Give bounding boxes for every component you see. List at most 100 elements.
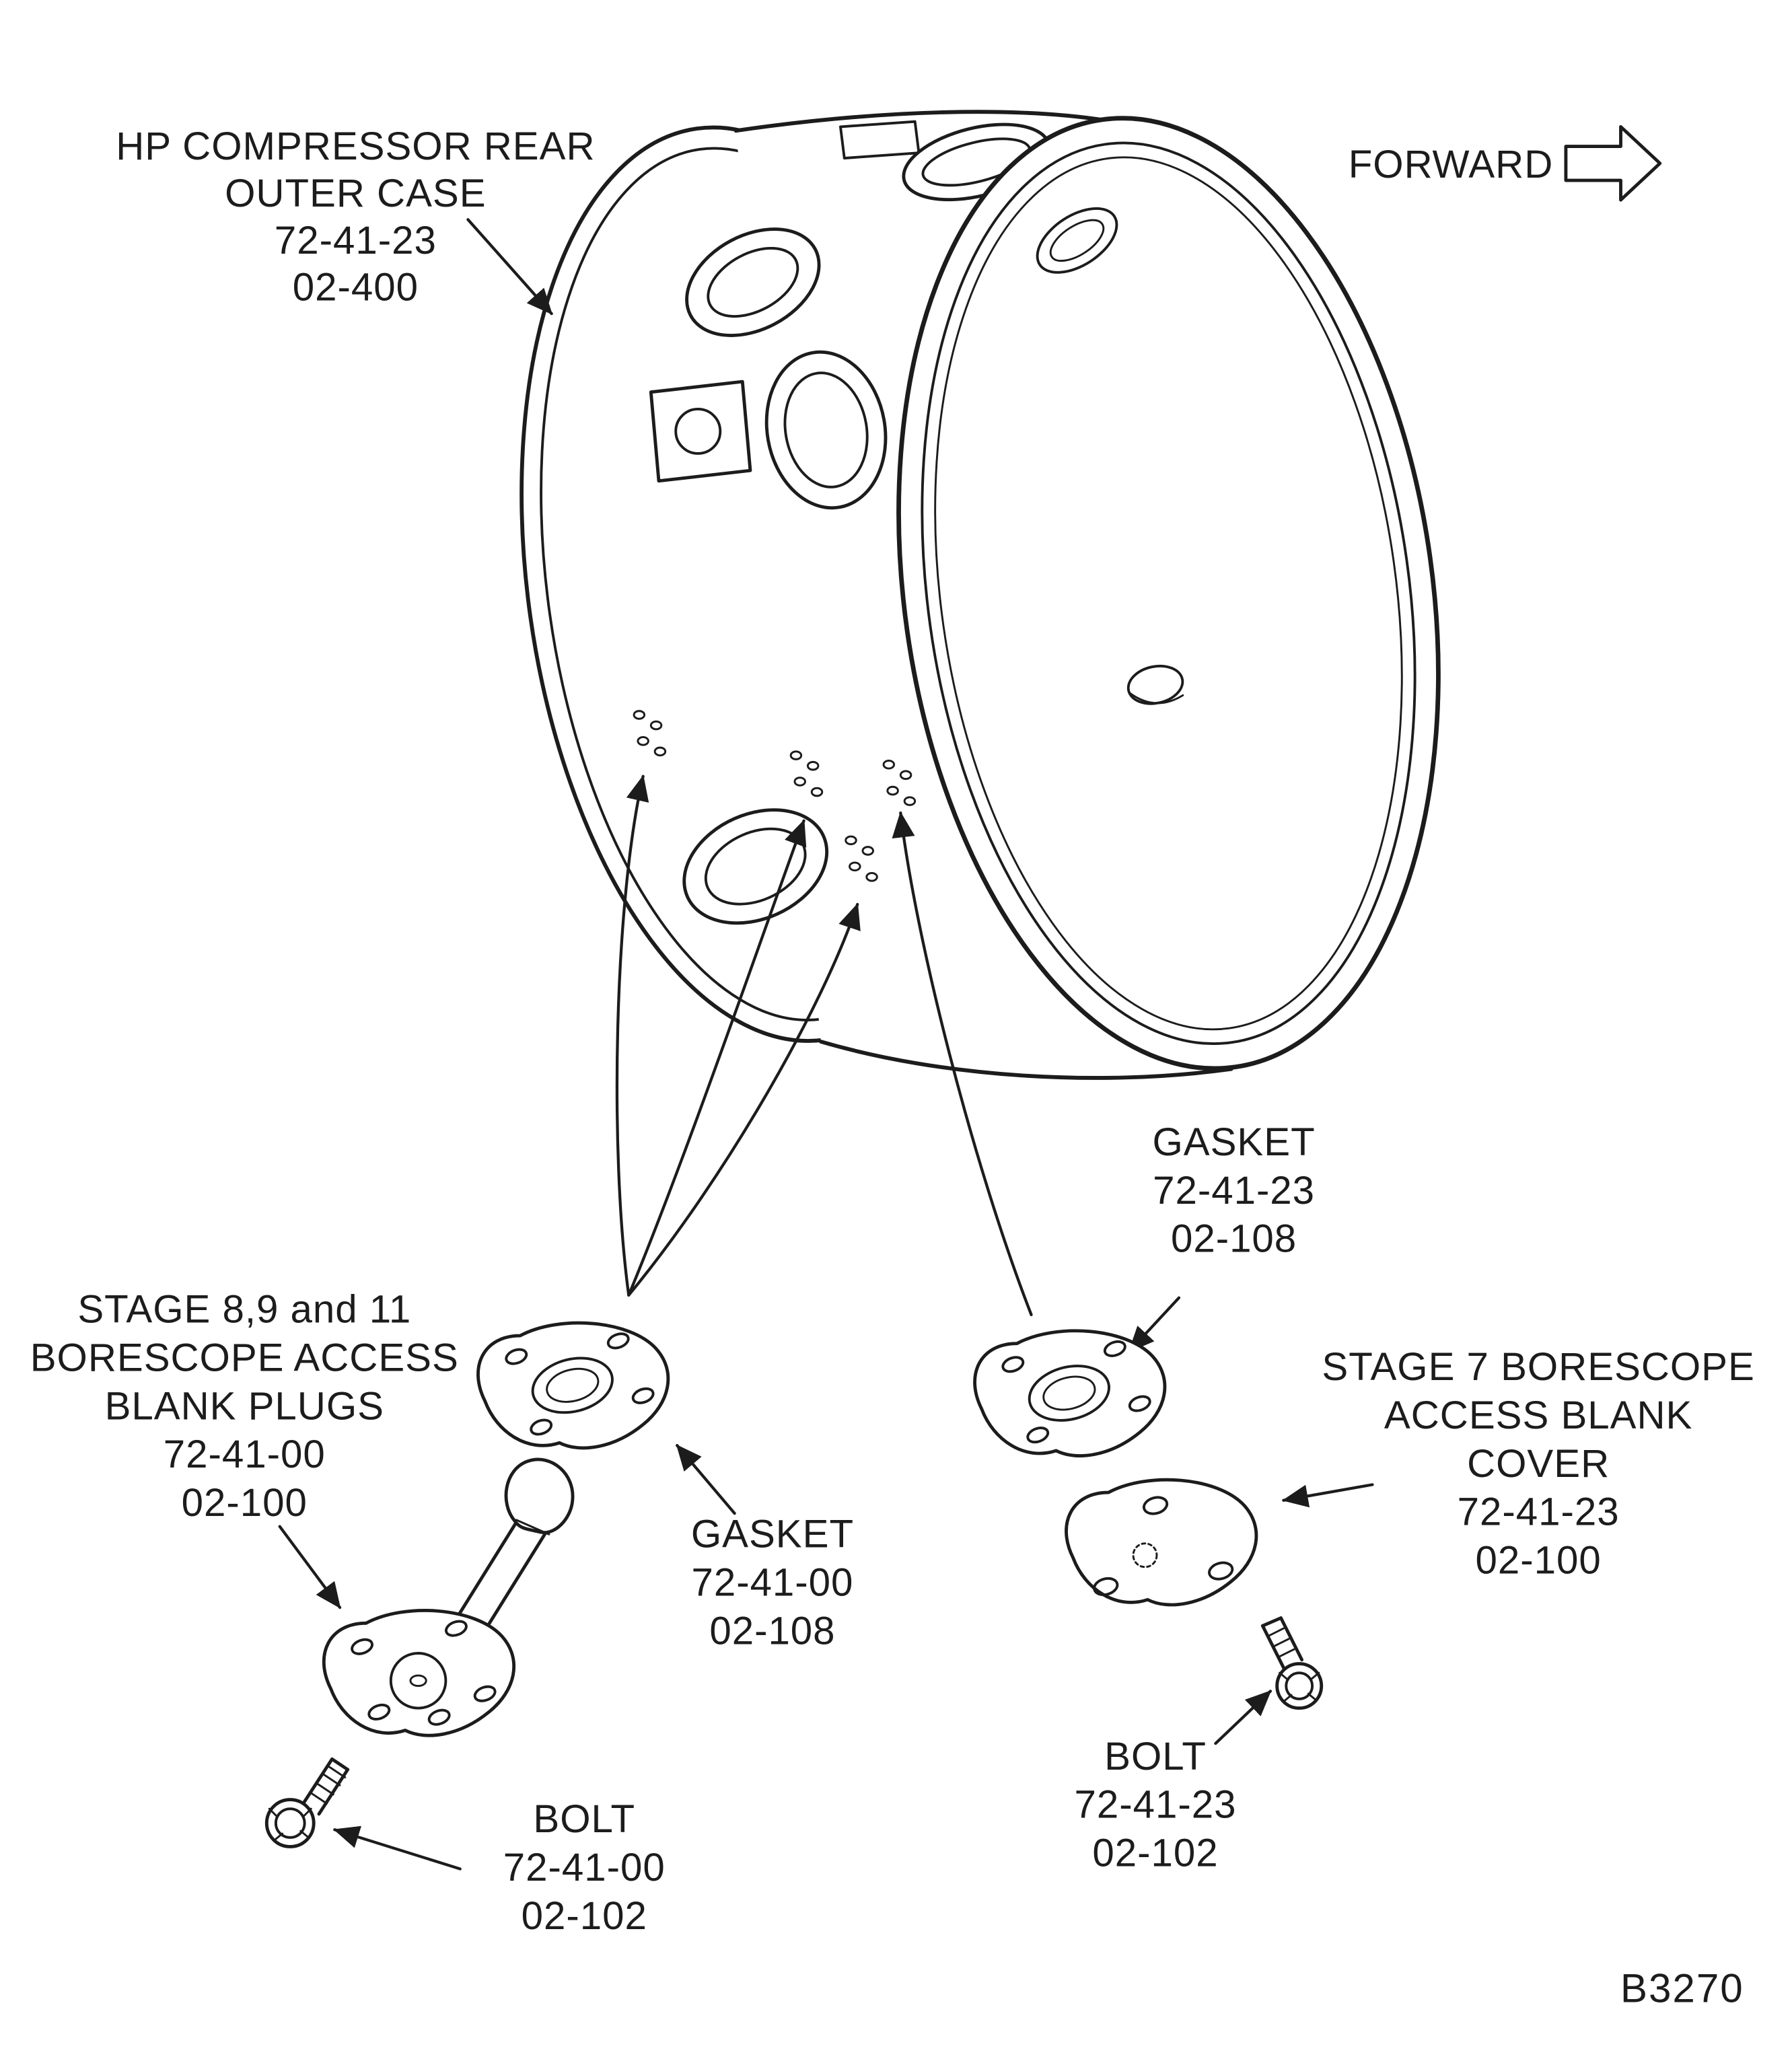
case-forward-flange-outer [896,116,1441,1071]
gasket-center-ring-outer [531,1357,614,1414]
case-oval-boss-inner [783,371,869,489]
callout-bolt-stage7: BOLT 72-41-23 02-102 [1075,1735,1236,1875]
callout-line: 02-100 [182,1481,308,1525]
leader-outer-case [466,218,553,316]
leader-fan-cluster-d [627,902,857,1297]
bolt-shank-side-2 [1279,1616,1304,1662]
leader-bolt-right [1214,1690,1273,1745]
case-forward-flange-mid [921,141,1417,1046]
leader-cluster-c [900,811,1033,1317]
leader-lines [278,218,1374,1871]
gasket-stage-8-9-11 [476,1321,670,1450]
borescope-hole-cluster-d [845,835,878,882]
bolt-stage-8-9-11-drawing [264,1757,350,1848]
case-mount-pad [649,379,752,483]
bolt-tip [330,1757,350,1772]
gasket-bolt-holes [1001,1340,1151,1444]
plug-cap-base-line [515,1519,550,1535]
bolt-threads [1266,1627,1295,1659]
plug-bolt-holes [351,1620,497,1726]
gasket-plate [476,1321,670,1450]
leader-gasket-stage7 [1128,1296,1181,1353]
case-oval-boss-outer [764,350,888,510]
plug-center-ring [389,1652,447,1710]
forward-label: FORWARD [1349,143,1554,186]
gasket-stage7-drawing [973,1329,1167,1457]
gasket-bolt-holes [505,1332,655,1436]
callout-line: 02-400 [293,266,419,310]
callout-line: BOLT [1104,1735,1207,1778]
forward-arrow-icon [1564,124,1662,202]
bolt-head-outer [264,1798,316,1848]
case-port-upper-inner [707,246,799,318]
leader-fan-cluster-b [627,819,803,1297]
callout-gasket-stage7: GASKET 72-41-23 02-108 [1153,1120,1316,1261]
stage7-blank-cover-drawing [1065,1478,1258,1607]
forward-indicator: FORWARD [1349,124,1662,202]
callout-line: 02-108 [709,1609,835,1653]
borescope-hole-cluster-c [882,759,917,806]
callout-bolt-stage-8-9-11: BOLT 72-41-00 02-102 [503,1797,665,1938]
leader-bolt-left [333,1830,462,1871]
callout-line: BOLT [533,1797,635,1841]
gasket-center-ring-inner [1042,1375,1096,1411]
callout-stage-8-9-11-plugs: STAGE 8,9 and 11 BORESCOPE ACCESS BLANK … [30,1288,459,1525]
plug-flange [322,1609,516,1737]
plug-cap [504,1457,575,1535]
callout-line: 02-102 [1092,1832,1218,1875]
bolt-head-facets [268,1807,312,1842]
borescope-blank-plug [322,1457,575,1737]
bolt-stage7-drawing [1260,1616,1324,1710]
borescope-hole-cluster-a [633,710,667,757]
gasket-center-ring-outer [1028,1365,1110,1422]
bolt-head-inner [1285,1671,1314,1700]
plug-center-dot [409,1674,427,1688]
callout-line: 72-41-00 [164,1433,326,1476]
bolt-head-inner [274,1807,306,1839]
callout-line: STAGE 8,9 and 11 [77,1288,411,1332]
borescope-hole-cluster-b [789,750,824,797]
callout-outer-case: HP COMPRESSOR REAR OUTER CASE 72-41-23 0… [116,124,595,310]
compressor-case-drawing [519,110,1441,1080]
callout-line: GASKET [1153,1120,1316,1164]
callout-line: 02-102 [522,1894,647,1938]
callout-line: OUTER CASE [225,172,486,215]
callout-line: COVER [1467,1442,1610,1486]
callout-line: 02-108 [1171,1217,1297,1261]
case-mount-pad-hole [674,407,722,455]
callout-line: BLANK PLUGS [105,1384,384,1428]
callout-line: 72-41-23 [1153,1169,1315,1213]
bolt-tip [1260,1616,1283,1628]
callout-line: GASKET [691,1513,854,1556]
callout-line: 72-41-23 [1458,1490,1620,1534]
case-forward-flange-lip [934,156,1403,1031]
gasket-plate [973,1329,1167,1457]
case-top-tab [839,120,921,159]
leader-fan-cluster-a [615,774,643,1297]
leader-gasket-left [676,1444,736,1515]
callout-line: ACCESS BLANK [1384,1394,1692,1437]
callout-line: BORESCOPE ACCESS [30,1336,459,1379]
callout-stage7-cover: STAGE 7 BORESCOPE ACCESS BLANK COVER 72-… [1322,1345,1754,1582]
callout-line: 72-41-00 [691,1561,853,1605]
case-port-upper-outer [685,227,821,337]
bolt-head-facets [1279,1671,1320,1703]
figure-code: B3270 [1620,1965,1744,2011]
cover-knurled-boss [1132,1542,1158,1568]
callout-line: HP COMPRESSOR REAR [116,124,595,168]
callout-line: 72-41-23 [275,219,437,262]
case-inner-wall-hole-depth [1128,691,1184,704]
case-inner-top-port [1036,207,1118,274]
callout-line: 02-100 [1476,1539,1602,1583]
bolt-shank-side-1 [301,1757,334,1805]
callout-line: STAGE 7 BORESCOPE [1322,1345,1754,1389]
case-inner-top-port-inner [1049,219,1105,262]
cover-bolt-holes [1093,1496,1234,1597]
case-body-bottom-edge [818,1040,1233,1080]
case-body-top-edge [733,110,1107,133]
gasket-center-ring-inner [546,1367,600,1403]
leader-stage-plugs [278,1525,342,1610]
bolt-threads [310,1766,347,1805]
